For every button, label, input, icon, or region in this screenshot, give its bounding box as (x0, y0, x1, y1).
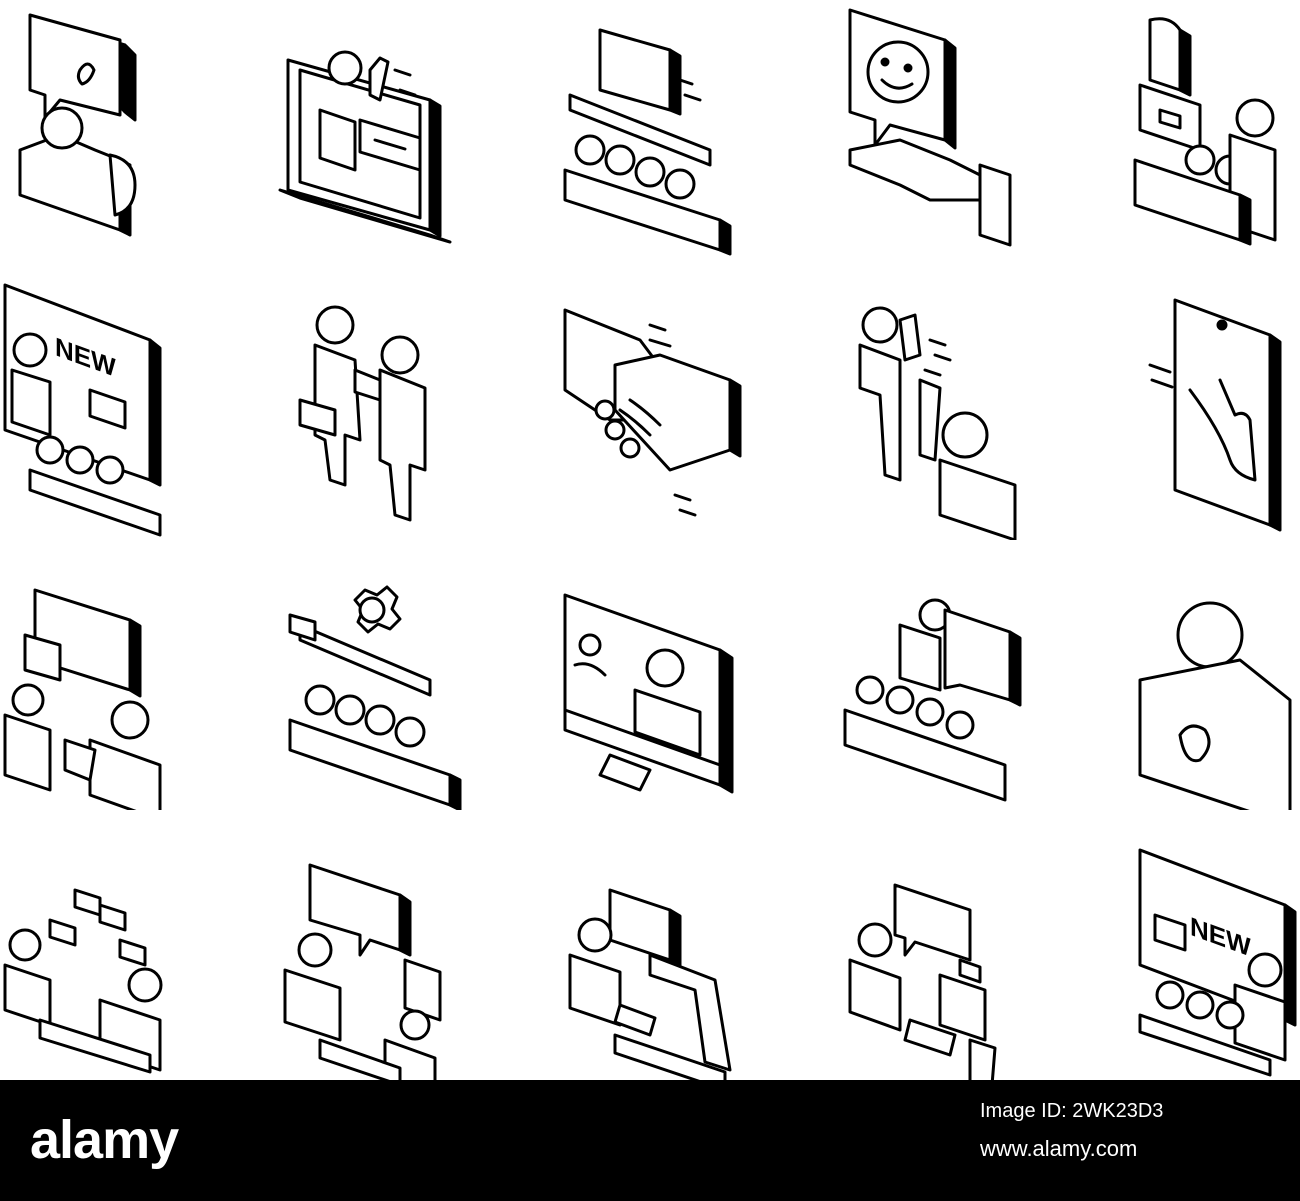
delivery-chat-icon (0, 540, 260, 810)
phone-wave-hand-icon (1040, 270, 1300, 540)
watermark-footer: alamy Image ID: 2WK23D3 www.alamy.com (0, 1080, 1300, 1201)
table-negotiation-icon (0, 810, 260, 1080)
speaker-audience-icon (780, 540, 1040, 810)
new-board-presentation-icon: NEW (0, 270, 260, 540)
customer-feedback-speech-icon (0, 0, 260, 270)
ribbon-crowd-icon (520, 0, 780, 270)
monitor-video-call-icon (520, 540, 780, 810)
greeting-people-icon (780, 270, 1040, 540)
new-product-board-icon: NEW (1040, 810, 1300, 1080)
desk-service-computer-icon (520, 810, 780, 1080)
counter-delivery-icon (780, 810, 1040, 1080)
icon-grid: NEW (0, 0, 1300, 1080)
image-id-label: Image ID: 2WK23D3 (980, 1100, 1164, 1122)
gear-ribbon-crowd-icon (260, 540, 520, 810)
alamy-url: www.alamy.com (980, 1136, 1138, 1161)
smile-review-hand-icon (780, 0, 1040, 270)
handshake-icon (520, 270, 780, 540)
desk-chat-gift-icon (260, 810, 520, 1080)
two-people-meeting-icon (260, 270, 520, 540)
person-hand-on-chest-icon (1040, 540, 1300, 810)
microphone-speaker-icon (1040, 0, 1300, 270)
laptop-presentation-icon (260, 0, 520, 270)
alamy-logo: alamy (30, 1110, 179, 1170)
